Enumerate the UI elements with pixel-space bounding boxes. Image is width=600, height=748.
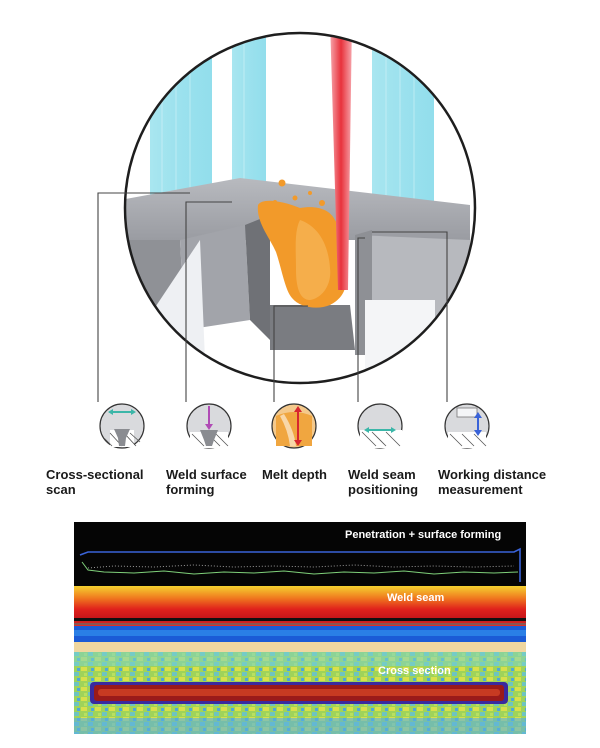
weld-seam-panel [74, 586, 526, 652]
seam-position-icon [357, 403, 403, 449]
melt-depth-icon [271, 403, 317, 449]
spatter [273, 179, 325, 206]
label-working-distance-measurement: Working distance measurement [438, 467, 547, 497]
weld-illustration [97, 31, 490, 449]
magnifier-circle [123, 31, 477, 385]
laser-beam [330, 33, 352, 290]
surface-trace [81, 561, 519, 575]
leader-lines [97, 192, 448, 402]
label-melt-depth: Melt depth [262, 467, 327, 482]
surface-forming-icon [186, 403, 232, 449]
label-weld-surface-forming: Weld surface forming [166, 467, 247, 497]
cross-section-panel [74, 652, 526, 734]
label-cross-sectional-scan: Cross-sectional scan [46, 467, 144, 497]
label-weld-seam-positioning: Weld seam positioning [348, 467, 419, 497]
panel-title-penetration: Penetration + surface forming [345, 529, 502, 541]
penetration-panel [74, 522, 526, 586]
distance-icon [444, 403, 490, 449]
sensor-data-panels [74, 522, 526, 734]
cross-scan-icon [99, 403, 145, 449]
panel-title-cross-section: Cross section [378, 665, 451, 677]
panel-title-weld-seam: Weld seam [387, 592, 445, 604]
